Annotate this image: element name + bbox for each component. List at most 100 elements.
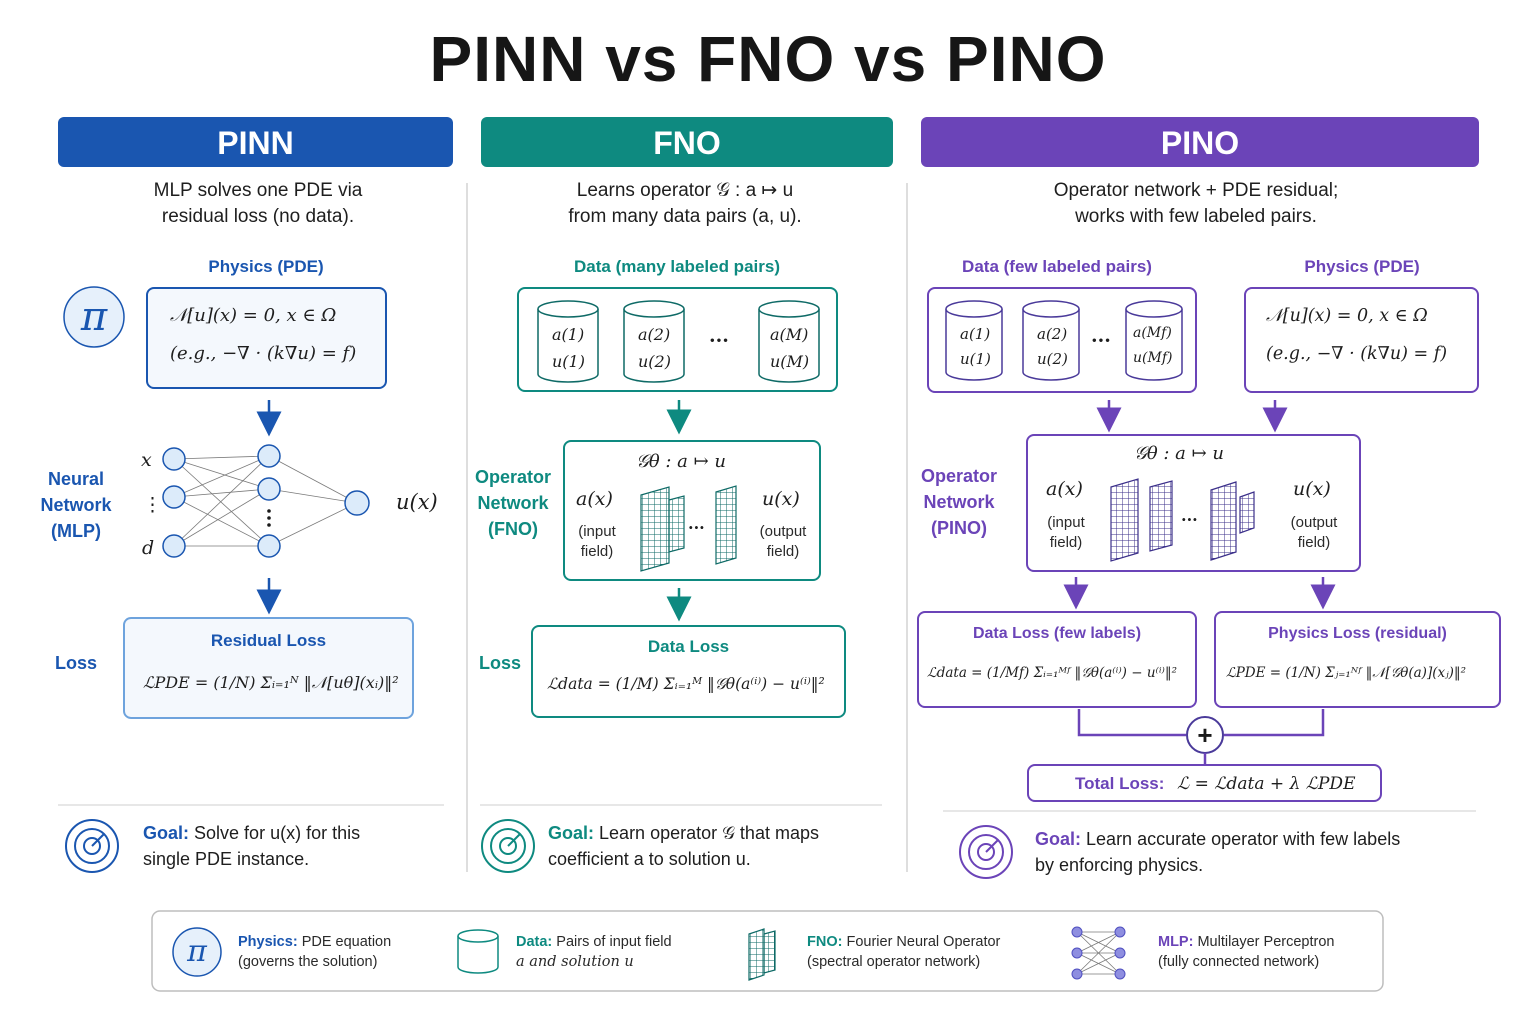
pino-data-loss-box: Data Loss (few labels) ℒdata = (1/Mf) Σᵢ… xyxy=(917,611,1197,708)
pino-physics-label: Physics (PDE) xyxy=(1304,257,1420,276)
data-cylinders-fno xyxy=(537,300,820,383)
pino-cyl2-top: a(2) xyxy=(1037,325,1068,343)
pino-data-loss-eq: ℒdata = (1/Mf) Σᵢ₌₁ᴹᶠ ‖𝒢θ(a⁽ⁱ⁾) − u⁽ⁱ⁾‖² xyxy=(927,665,1178,681)
fno-loss-eq: ℒdata = (1/M) Σᵢ₌₁ᴹ ‖𝒢θ(a⁽ⁱ⁾) − u⁽ⁱ⁾‖² xyxy=(547,675,825,693)
mlp-input-dots: ⋮ xyxy=(143,494,162,516)
pino-network-line2: Network xyxy=(923,492,995,512)
pinn-desc-line2: residual loss (no data). xyxy=(161,206,355,227)
pino-input-label: (input field) xyxy=(1036,513,1096,553)
pinn-header: PINN xyxy=(58,117,453,167)
fno-data-box xyxy=(517,287,838,392)
plus-sign: + xyxy=(1197,720,1213,750)
pino-pde-box: 𝒩[u](x) = 0, x ∈ Ω (e.g., −∇ · (k∇u) = f… xyxy=(1244,287,1479,393)
legend-fno: FNO: Fourier Neural Operator (spectral o… xyxy=(807,932,1037,972)
pinn-goal-line1: Solve for u(x) for this xyxy=(194,823,361,843)
pino-output-math: u(x) xyxy=(1293,478,1331,500)
pino-output-label-1: (output xyxy=(1290,514,1338,531)
pinn-network-line1: Neural xyxy=(47,469,105,489)
pi-icon xyxy=(63,286,125,348)
pinn-loss-label: Loss xyxy=(54,653,97,673)
fno-cyl2-top: a(2) xyxy=(638,325,671,344)
legend-pi-icon xyxy=(172,927,222,977)
pino-cyl2-bot: u(2) xyxy=(1037,350,1068,368)
pino-total-eq: ℒ = ℒdata + λ ℒPDE xyxy=(1177,774,1356,794)
pinn-loss-eq: ℒPDE = (1/N) Σᵢ₌₁ᴺ ‖𝒩[uθ](xᵢ)‖² xyxy=(143,673,399,692)
pino-data-dots: ··· xyxy=(1091,330,1111,352)
fno-loss-title: Data Loss xyxy=(647,637,730,656)
pinn-goal: Goal: Solve for u(x) for this single PDE… xyxy=(143,820,443,872)
pino-total-label: Total Loss: xyxy=(1075,774,1165,793)
pino-input-label-1: (input xyxy=(1047,514,1085,531)
pino-total-loss-box: Total Loss: ℒ = ℒdata + λ ℒPDE xyxy=(1027,764,1382,802)
legend-fno-text1: Fourier Neural Operator xyxy=(846,934,1001,950)
fno-input-label-1: (input xyxy=(578,523,616,540)
fno-layers-icon xyxy=(640,485,737,572)
fno-cyl3-bot: u(M) xyxy=(770,352,810,371)
fno-goal-line1: Learn operator 𝒢 that maps xyxy=(599,823,819,843)
fno-operator-title: 𝒢θ : a ↦ u xyxy=(636,451,727,472)
pinn-goal-label: Goal: xyxy=(143,823,190,843)
legend-data-text2: a and solution u xyxy=(516,954,634,970)
target-icon-fno xyxy=(481,819,535,873)
fno-network-label: Operator Network (FNO) xyxy=(470,464,556,542)
legend-fno-icon xyxy=(748,928,776,981)
pino-network-label: Operator Network (PINO) xyxy=(914,463,1004,541)
legend-physics-text2: (governs the solution) xyxy=(238,954,378,970)
fno-output-label-1: (output xyxy=(759,523,807,540)
fno-output-label-2: field) xyxy=(766,543,800,560)
legend-fno-title: FNO: xyxy=(807,934,843,950)
pino-phys-loss-title: Physics Loss (residual) xyxy=(1268,625,1447,642)
pino-data-box xyxy=(927,287,1197,393)
fno-input-label: (input field) xyxy=(568,522,626,562)
fno-goal-label: Goal: xyxy=(548,823,595,843)
target-icon-pino xyxy=(959,825,1013,879)
fno-output-label: (output field) xyxy=(752,522,814,562)
legend-pi-symbol: π xyxy=(187,934,207,969)
pinn-loss-box: Residual Loss ℒPDE = (1/N) Σᵢ₌₁ᴺ ‖𝒩[uθ](… xyxy=(123,617,414,719)
fno-cyl3-top: a(M) xyxy=(770,325,809,344)
pino-output-label: (output field) xyxy=(1283,513,1345,553)
legend-mlp: MLP: Multilayer Perceptron (fully connec… xyxy=(1158,932,1368,972)
fno-input-label-2: field) xyxy=(580,543,614,560)
pino-desc-line1: Operator network + PDE residual; xyxy=(1053,180,1339,201)
pino-phys-loss-eq: ℒPDE = (1/N) Σⱼ₌₁ᴺᶠ ‖𝒩[𝒢θ(a)](xⱼ)‖² xyxy=(1226,665,1467,681)
pino-description: Operator network + PDE residual; works w… xyxy=(921,178,1471,230)
pino-pde-eq2: (e.g., −∇ · (k∇u) = f) xyxy=(1266,344,1448,364)
pinn-network-label: Neural Network (MLP) xyxy=(36,466,116,544)
pino-operator-title: 𝒢θ : a ↦ u xyxy=(1134,443,1225,464)
legend-mlp-title: MLP: xyxy=(1158,934,1194,950)
pino-header: PINO xyxy=(921,117,1479,167)
pinn-pde-eq2: (e.g., −∇ · (k∇u) = f) xyxy=(170,343,357,364)
fno-output-math: u(x) xyxy=(762,488,800,510)
pino-input-label-2: field) xyxy=(1049,534,1083,551)
pino-network-line3: (PINO) xyxy=(931,518,987,538)
legend-mlp-icon xyxy=(1071,926,1126,980)
pino-output-label-2: field) xyxy=(1297,534,1331,551)
fno-layer-dots: ··· xyxy=(688,518,705,537)
fno-goal-line2: coefficient a to solution u. xyxy=(548,849,751,869)
pino-operator-box xyxy=(1026,434,1361,572)
pino-phys-loss-box: Physics Loss (residual) ℒPDE = (1/N) Σⱼ₌… xyxy=(1214,611,1501,708)
fno-data-dots: ··· xyxy=(709,330,729,352)
pinn-desc-line1: MLP solves one PDE via xyxy=(153,180,363,201)
pino-layer-dots: ··· xyxy=(1181,510,1198,529)
pino-network-line1: Operator xyxy=(920,466,998,486)
pino-goal-line2: by enforcing physics. xyxy=(1035,855,1204,875)
pinn-description: MLP solves one PDE via residual loss (no… xyxy=(58,178,458,230)
fno-network-line1: Operator xyxy=(474,467,552,487)
fno-data-label: Data (many labeled pairs) xyxy=(574,257,780,276)
fno-description: Learns operator 𝒢 : a ↦ u from many data… xyxy=(480,178,890,230)
mlp-input-d: d xyxy=(142,537,155,559)
pino-data-label: Data (few labeled pairs) xyxy=(962,257,1152,276)
legend-physics-title: Physics: xyxy=(238,934,298,950)
pino-pde-eq1: 𝒩[u](x) = 0, x ∈ Ω xyxy=(1266,306,1428,326)
fno-operator-box xyxy=(563,440,821,581)
mlp-network xyxy=(173,455,358,547)
mlp-input-x: x xyxy=(141,449,152,471)
fno-input-math: a(x) xyxy=(576,488,613,510)
pino-layers-icon xyxy=(1110,478,1255,562)
fno-network-line3: (FNO) xyxy=(488,519,538,539)
legend-data-text1: Pairs of input field xyxy=(556,934,672,950)
pinn-network-line3: (MLP) xyxy=(51,521,101,541)
